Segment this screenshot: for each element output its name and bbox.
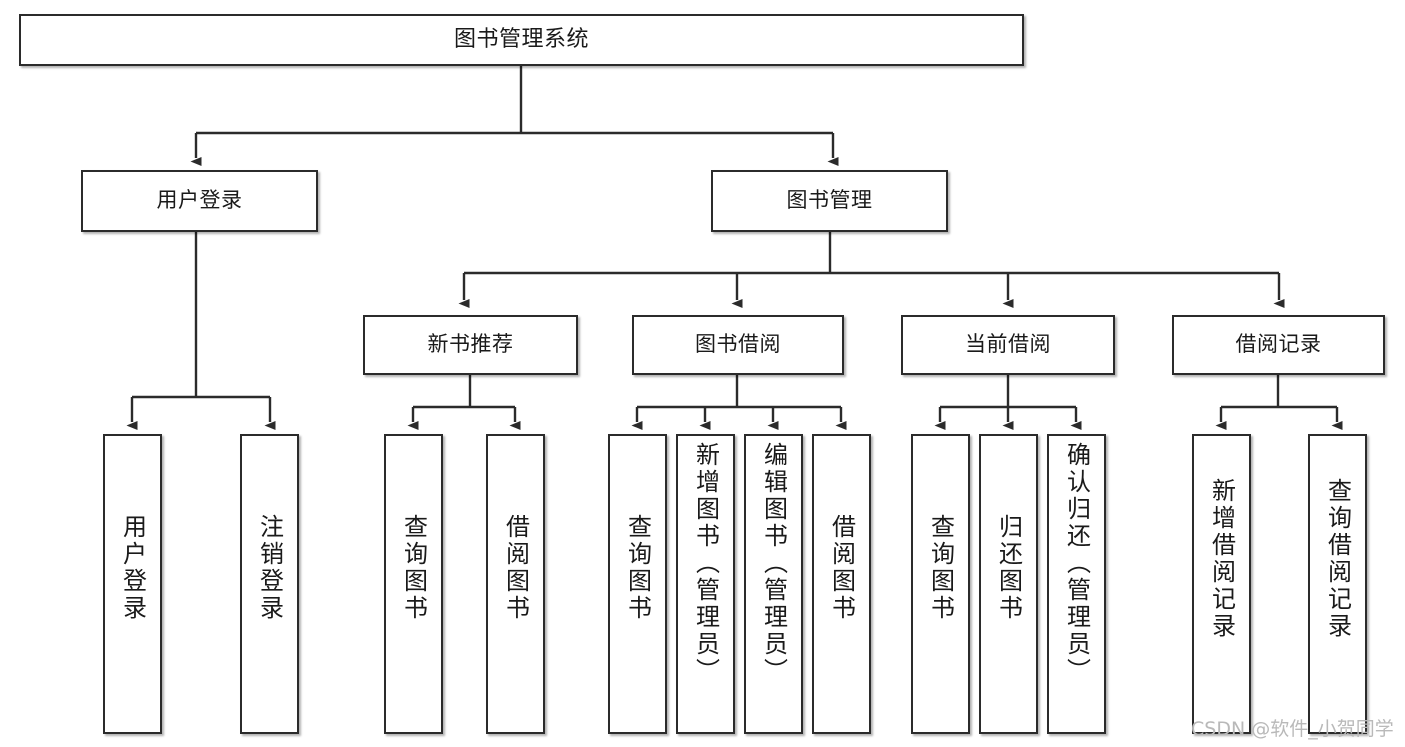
node-label: 查询图书: [926, 514, 955, 622]
node-label: 新书推荐: [427, 332, 514, 357]
leaf-query-book-current[interactable]: 查询图书: [911, 434, 970, 734]
node-label: 图书管理: [786, 188, 873, 213]
node-label: 查询图书: [623, 514, 652, 622]
leaf-logout[interactable]: 注销登录: [240, 434, 299, 734]
node-label: 图书管理系统: [453, 26, 589, 52]
leaf-add-borrow-record[interactable]: 新增借阅记录: [1192, 434, 1251, 734]
leaf-borrow-book[interactable]: 借阅图书: [812, 434, 871, 734]
node-label: 当前借阅: [965, 332, 1051, 357]
node-current-borrow[interactable]: 当前借阅: [901, 315, 1115, 375]
leaf-add-book-admin[interactable]: 新增图书（管理员）: [676, 434, 735, 734]
node-label: 编辑图书（管理员）: [759, 442, 788, 685]
node-label: 确认归还（管理员）: [1062, 442, 1091, 685]
node-book-borrow[interactable]: 图书借阅: [632, 315, 844, 375]
node-label: 查询图书: [399, 514, 428, 622]
node-label: 注销登录: [255, 514, 284, 622]
leaf-borrow-book-recommend[interactable]: 借阅图书: [486, 434, 545, 734]
node-borrow-record[interactable]: 借阅记录: [1172, 315, 1385, 375]
leaf-query-borrow-record[interactable]: 查询借阅记录: [1308, 434, 1367, 734]
node-label: 归还图书: [994, 514, 1023, 622]
node-label: 新增图书（管理员）: [691, 442, 720, 685]
leaf-confirm-return-admin[interactable]: 确认归还（管理员）: [1047, 434, 1106, 734]
leaf-query-book-borrow[interactable]: 查询图书: [608, 434, 667, 734]
node-new-book-recommend[interactable]: 新书推荐: [363, 315, 578, 375]
node-label: 借阅图书: [501, 514, 530, 622]
node-label: 图书借阅: [695, 332, 781, 357]
node-label: 用户登录: [156, 188, 243, 213]
leaf-user-login[interactable]: 用户登录: [103, 434, 162, 734]
node-label: 查询借阅记录: [1323, 478, 1352, 640]
node-label: 借阅图书: [827, 514, 856, 622]
watermark: CSDN @软件_小贺同学: [1191, 718, 1394, 740]
node-label: 新增借阅记录: [1207, 478, 1236, 640]
node-label: 用户登录: [118, 514, 147, 622]
leaf-query-book-recommend[interactable]: 查询图书: [384, 434, 443, 734]
leaf-return-book[interactable]: 归还图书: [979, 434, 1038, 734]
node-root-system[interactable]: 图书管理系统: [19, 14, 1024, 66]
node-label: 借阅记录: [1235, 332, 1322, 357]
node-user-login[interactable]: 用户登录: [81, 170, 318, 232]
leaf-edit-book-admin[interactable]: 编辑图书（管理员）: [744, 434, 803, 734]
node-book-management[interactable]: 图书管理: [711, 170, 948, 232]
